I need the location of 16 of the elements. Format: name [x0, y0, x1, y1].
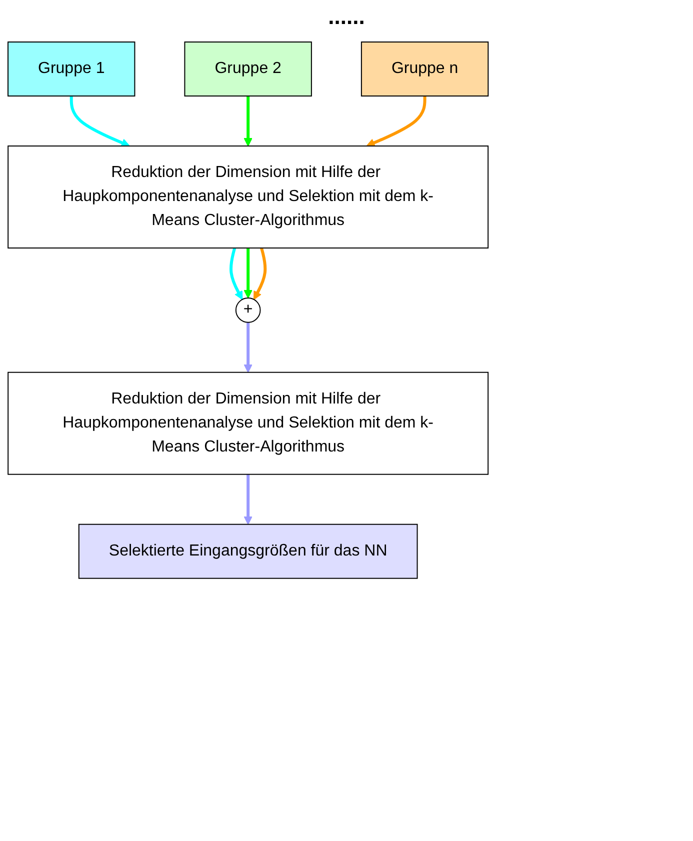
arrow	[244, 474, 252, 525]
node-box: Selektierte Eingangsgrößen für das NN	[78, 524, 418, 579]
arrow	[70, 96, 130, 147]
node-box: Gruppe n	[360, 42, 489, 96]
node-box: Gruppe 1	[8, 42, 136, 96]
arrow	[244, 322, 252, 373]
arrow	[244, 96, 252, 146]
node-box: Reduktion der Dimension mit Hilfe der Haupkomponentenanalyse und Selektion mit dem k-Means Cluster-Algorithmus	[8, 146, 489, 248]
node-box: Reduktion der Dimension mit Hilfe der Haupkomponentenanalyse und Selektion mit dem k-Means Cluster-Algorithmus	[8, 372, 489, 475]
arrow	[244, 248, 252, 298]
node-circle: +	[235, 298, 261, 323]
arrow	[366, 96, 426, 147]
arrow	[253, 248, 267, 300]
ellipsis-text: ......	[327, 4, 366, 30]
arrow	[230, 248, 243, 300]
node-box: Gruppe 2	[184, 42, 312, 96]
